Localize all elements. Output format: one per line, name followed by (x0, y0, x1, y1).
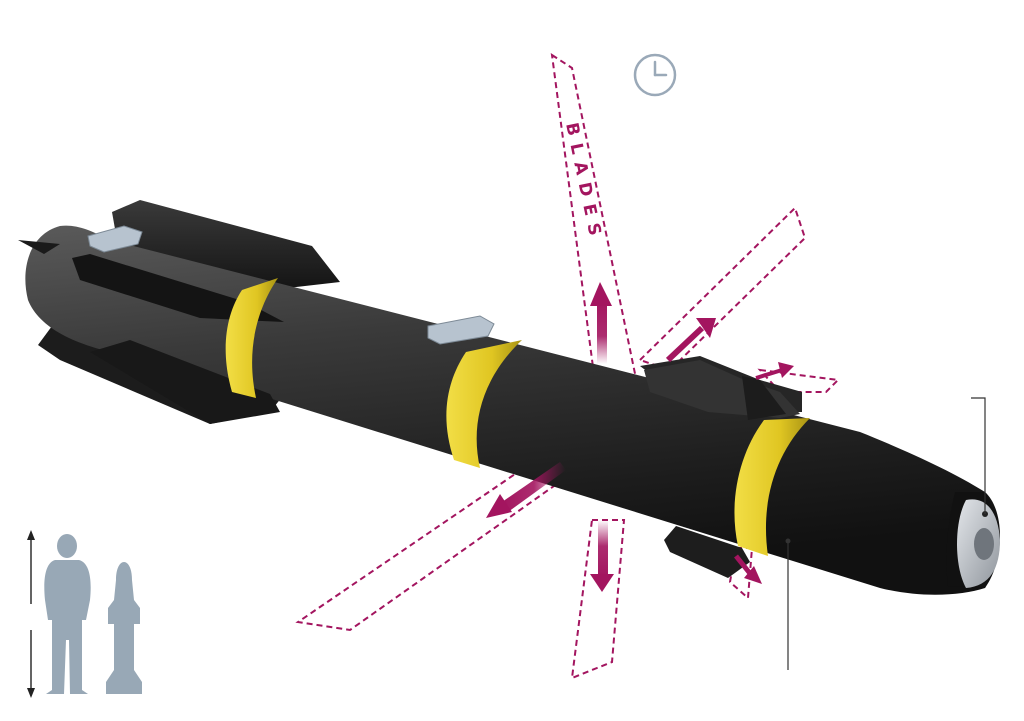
band-front (734, 418, 810, 556)
fin-lower-right (664, 526, 750, 578)
housing-fin (742, 376, 786, 420)
arrow-up-head (590, 282, 612, 306)
blade-outline-upper-right (638, 206, 807, 372)
person-silhouette-icon (44, 534, 91, 694)
leader-body-dot (785, 538, 791, 544)
blade-arrows (486, 282, 794, 592)
arrow-left-shaft (502, 462, 566, 512)
arrow-right-head (778, 362, 794, 378)
band-middle (446, 340, 522, 468)
arrow-up-shaft (597, 302, 607, 364)
front-fins (72, 254, 284, 424)
tail-spike (18, 240, 60, 254)
vertical-double-arrow-icon (27, 530, 35, 698)
missile-silhouette-icon (106, 562, 142, 694)
suspension-lugs (87, 225, 495, 345)
blade-outline-lower-left (295, 436, 615, 632)
arrow-lower-right-head (744, 566, 762, 584)
band-rear (225, 278, 278, 398)
scale-comparison (27, 530, 142, 698)
blade-outline-bottom (570, 519, 626, 680)
arrow-down-shaft (598, 520, 608, 578)
fin-upper-back (112, 200, 340, 290)
wing-housing (644, 360, 800, 420)
seeker-lens (974, 528, 994, 560)
yellow-bands (225, 278, 810, 556)
fin-upper-front (72, 254, 284, 322)
clock-icon (633, 53, 677, 97)
seeker-head (957, 499, 1000, 588)
arrow-upper-right-head (696, 318, 716, 338)
leader-seeker (971, 397, 986, 514)
arrow-down-head (590, 574, 614, 592)
arrow-upper-right-shaft (665, 325, 705, 363)
leader-lines (785, 397, 986, 670)
fin-lower-front (90, 340, 280, 424)
arrow-right-shaft (755, 368, 783, 380)
arrow-left-head (486, 494, 512, 518)
lug-rear (87, 225, 143, 253)
lug-middle (427, 315, 495, 345)
